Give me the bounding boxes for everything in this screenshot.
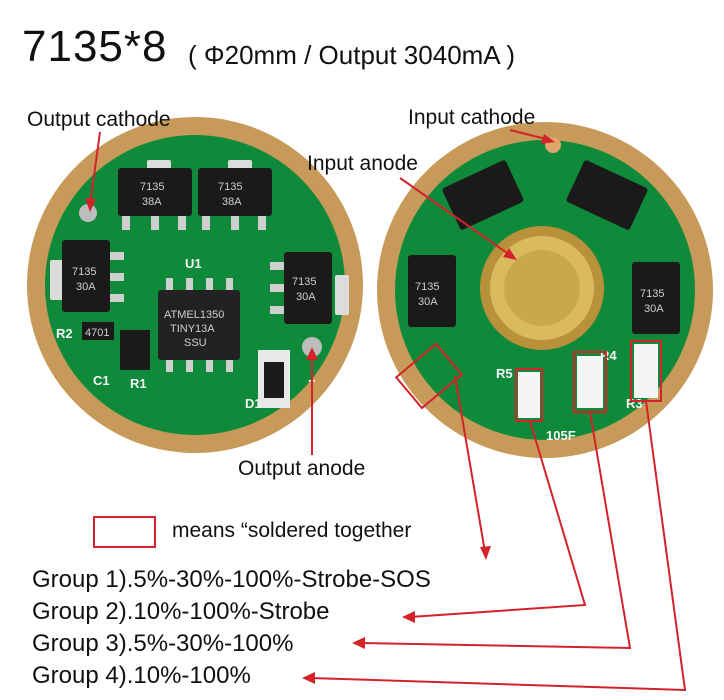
left-driver-board: 7135 38A 7135 38A 7135 30A 7135 30A ATME… [27,117,363,453]
c1-label: C1 [93,373,110,388]
chip-sublabel: 38A [142,196,162,208]
chip-sublabel: 30A [76,281,96,293]
group-2-text: Group 2).10%-100%-Strobe [32,598,330,625]
chip-sublabel: 30A [644,303,664,315]
u1-label: U1 [185,256,202,271]
chip-label: 7135 [640,288,664,300]
callout-lines [89,129,687,692]
group-4-text: Group 4).10%-100% [32,662,251,689]
label-output-anode: Output anode [238,457,366,480]
resistor-pad-r4 [577,356,603,408]
label-output-cathode: Output cathode [27,108,171,131]
title-main: 7135*8 [22,22,168,71]
chip-label: 7135 [140,181,164,193]
chip-sublabel: 38A [222,196,242,208]
solder-box-group1 [394,342,464,410]
resistor-4701-label: 4701 [85,327,109,339]
label-input-cathode: Input cathode [408,106,536,129]
chip-label: 7135 [72,266,96,278]
regulator-chip: 7135 38A [118,168,192,230]
group-3-text: Group 3).5%-30%-100% [32,630,294,657]
output-cathode-pad [79,204,97,222]
r5-label: R5 [496,366,513,381]
arrowheads [85,134,555,684]
r4-label: R4 [600,348,617,363]
code-label: 105F [546,428,576,443]
regulator-chip: 7135 30A [270,252,332,324]
label-input-anode: Input anode [307,152,418,175]
title-subtitle: ( Φ20mm / Output 3040mA ) [188,40,516,70]
resistor-4701 [82,322,114,340]
chip-sublabel: 30A [418,296,438,308]
mcu-chip: ATMEL1350 TINY13A SSU [158,278,240,372]
regulator-chip: 7135 30A [408,255,456,327]
regulator-chip: 7135 38A [198,168,272,230]
r3-label: R3 [626,396,643,411]
solder-box-group2 [515,368,543,422]
regulator-chip [566,160,648,230]
group-1-text: Group 1).5%-30%-100%-Strobe-SOS [32,566,431,593]
regulator-chip: 7135 30A [62,240,124,312]
chip-label: 7135 [415,281,439,293]
pad [335,275,349,315]
chip-sublabel: 30A [296,291,316,303]
resistor-pad-r3 [634,344,658,398]
r2-label: R2 [56,326,73,341]
capacitor [120,330,150,370]
legend-red-box [93,516,156,548]
mcu-line2: TINY13A [170,323,215,335]
mcu-line1: ATMEL1350 [164,309,224,321]
legend-text: means “soldered together [172,519,412,542]
pad [50,260,64,300]
r1-label: R1 [130,376,147,391]
regulator-chip [442,160,524,230]
chip-label: 7135 [292,276,316,288]
regulator-chip: 7135 30A [632,262,680,334]
mcu-line3: SSU [184,337,207,349]
right-driver-board: 7135 30A 7135 30A R5 R4 R3 105F [377,122,713,458]
resistor-pad-r5 [518,372,540,418]
chip-label: 7135 [218,181,242,193]
d1-label: D1 [245,396,262,411]
